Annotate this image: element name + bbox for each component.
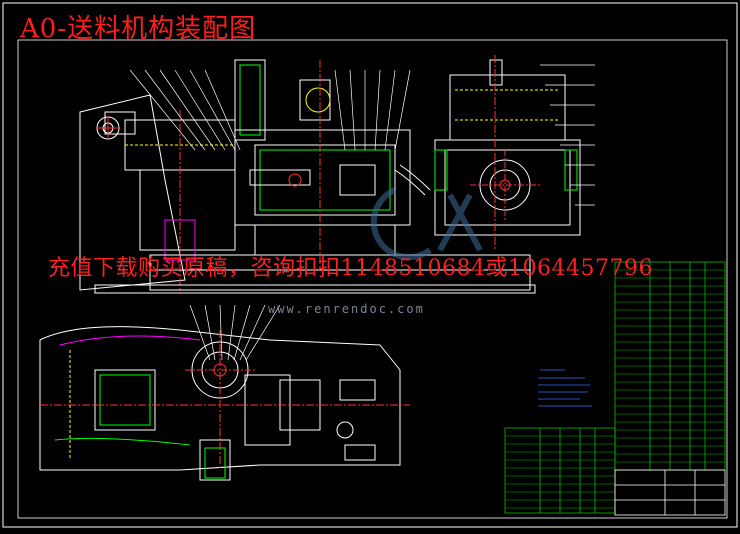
leader-lines-top — [129, 64, 595, 206]
technical-requirements-note — [538, 369, 592, 407]
outer-border — [2, 2, 738, 528]
drawing-title: A0-送料机构装配图 — [20, 14, 257, 44]
top-view-middle — [234, 60, 431, 270]
watermark-logo — [370, 187, 483, 261]
inner-border — [17, 39, 728, 519]
leader-lines-bottom — [189, 304, 281, 361]
watermark-text: 充值下载购买原稿，咨询扣扣1148510684或1064457796 — [48, 256, 653, 281]
top-view-right — [434, 55, 581, 250]
lower-parts-table — [504, 427, 616, 514]
bottom-view — [39, 326, 410, 481]
parts-list-rows — [615, 269, 725, 463]
lower-parts-rows — [505, 435, 615, 509]
title-block — [614, 469, 726, 516]
watermark-url: www.renrendoc.com — [268, 302, 425, 316]
